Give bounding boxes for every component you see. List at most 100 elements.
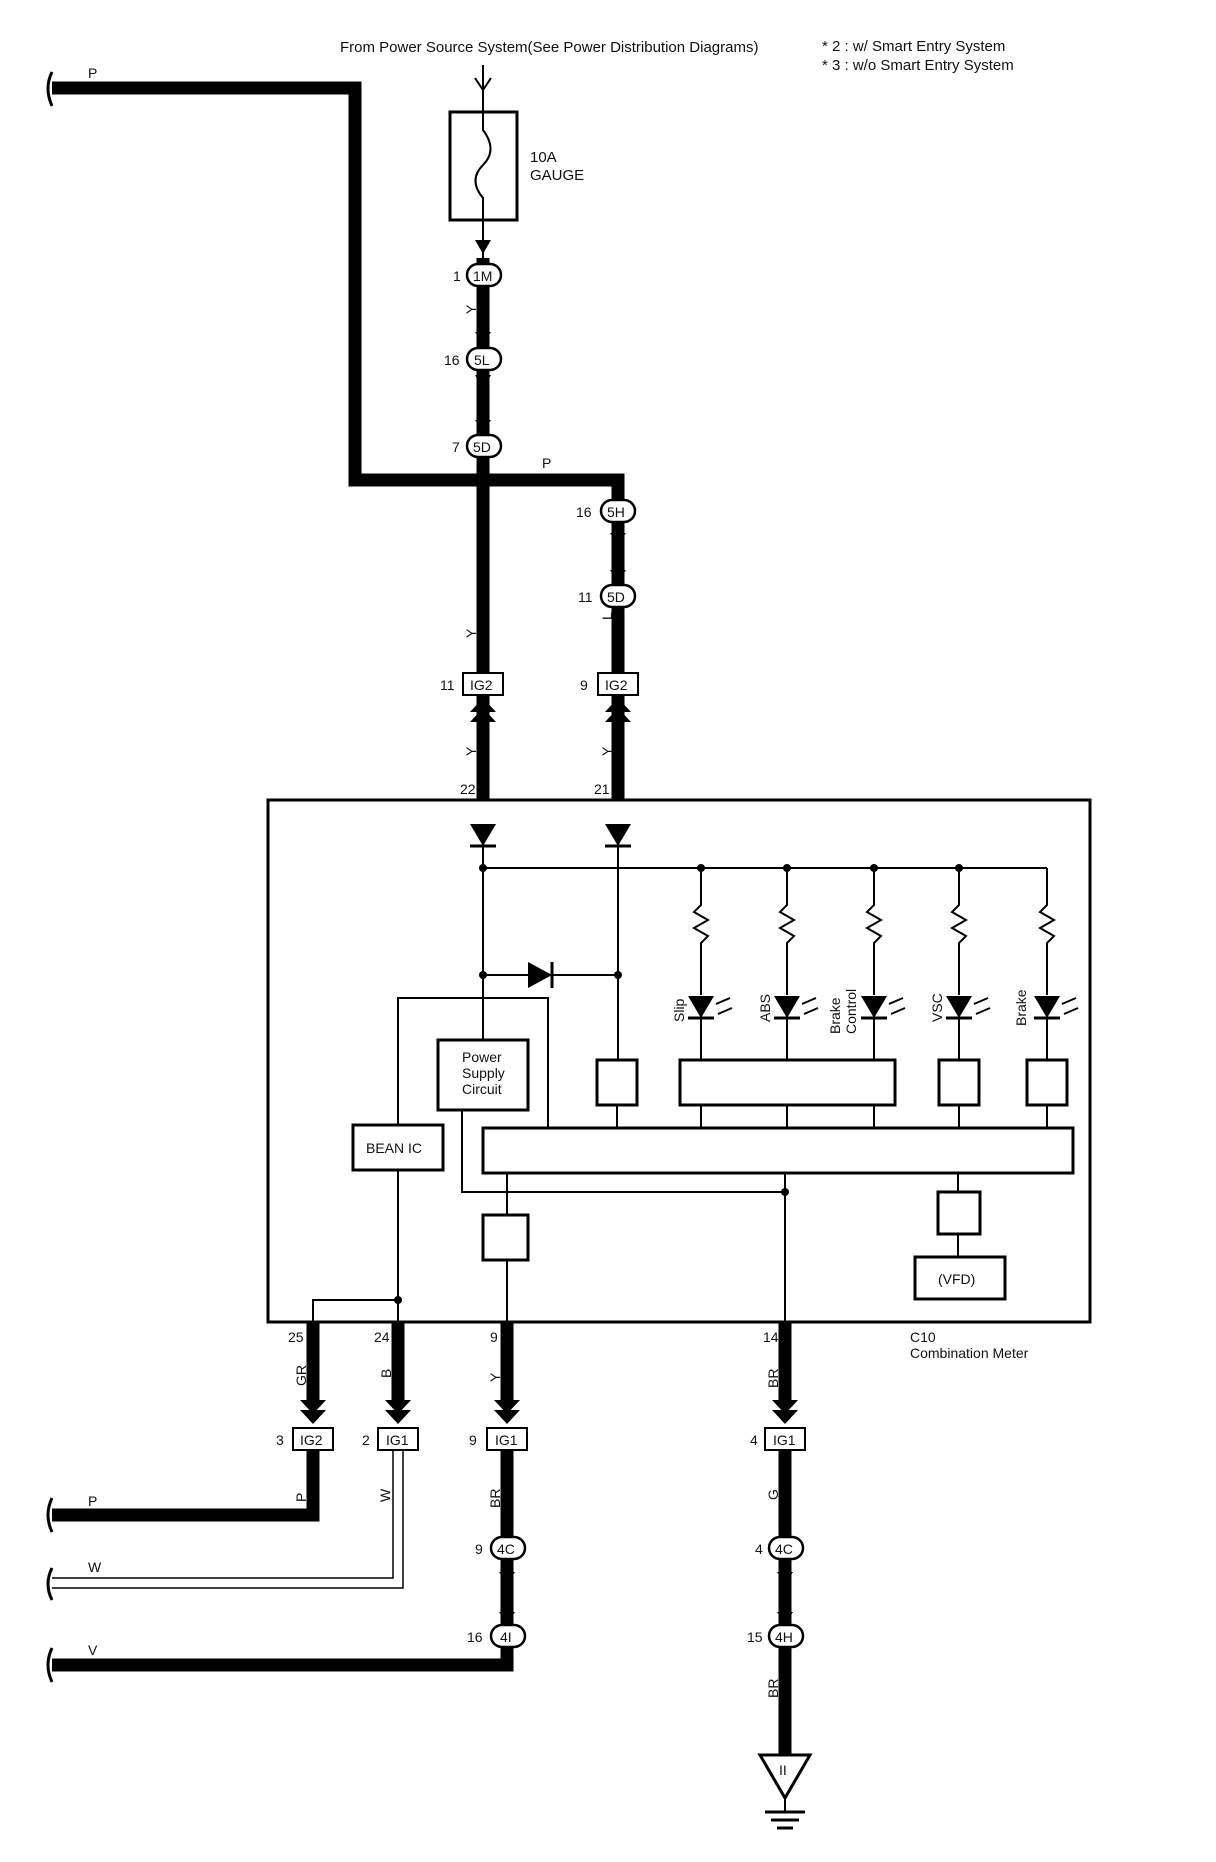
connector-id: 5L xyxy=(474,352,490,368)
wire-b: B xyxy=(378,1322,411,1424)
connector-pin: 7 xyxy=(452,439,460,455)
wire-y-bottom: Y xyxy=(487,1322,520,1424)
connector-id: IG2 xyxy=(605,677,628,693)
meter-bottom-pins: 25 24 9 14 xyxy=(288,1329,779,1345)
meter-pin-9: 9 xyxy=(490,1329,498,1345)
wire-color-p-bottom: P xyxy=(293,1493,309,1502)
wire-color-y2: Y xyxy=(463,628,479,638)
lamp-brake-control: Brake Control xyxy=(827,868,906,1060)
lamp-label-brake: Brake xyxy=(827,997,843,1034)
connector-id: 1M xyxy=(473,268,492,284)
fuse-name: GAUGE xyxy=(530,167,584,184)
lamp-label-vsc: VSC xyxy=(929,993,945,1022)
driver-block-vsc xyxy=(937,1058,981,1107)
connector-4h: 4H 15 xyxy=(747,1623,805,1649)
inline-arrows xyxy=(475,240,626,582)
connector-id: 4I xyxy=(500,1629,512,1645)
lamp-label-slip: Slip xyxy=(671,998,687,1022)
fuse-gauge: 10A GAUGE xyxy=(448,65,584,258)
fuse-rating: 10A xyxy=(530,149,557,166)
connector-pin: 9 xyxy=(580,677,588,693)
wire-color-w1: W xyxy=(377,1488,393,1502)
combination-meter: 22 21 Slip xyxy=(266,781,1092,1361)
connector-ig2-bottom: IG2 3 xyxy=(276,1427,334,1451)
main-cpu xyxy=(481,1126,1075,1175)
wire-color-br1: BR xyxy=(765,1369,781,1388)
vfd-label: (VFD) xyxy=(938,1271,975,1287)
connector-id: 5H xyxy=(607,504,625,520)
connector-pin: 9 xyxy=(469,1432,477,1448)
wire-gr: GR xyxy=(293,1322,326,1424)
connector-ig1-b: IG1 9 xyxy=(469,1427,528,1451)
wire-color-br2: BR xyxy=(487,1489,503,1508)
connector-1m: 1M 1 xyxy=(453,262,503,288)
vfd-display xyxy=(913,1255,1007,1301)
wire-color-y5: Y xyxy=(487,1372,503,1382)
connector-ig1-c: IG1 4 xyxy=(750,1427,806,1451)
connector-id: IG1 xyxy=(495,1432,518,1448)
meter-code: C10 xyxy=(910,1329,936,1345)
lamp-slip: Slip xyxy=(671,868,733,1060)
wire-br-4c-4i: BR V xyxy=(46,1450,515,1683)
lamp-label-control: Control xyxy=(843,989,859,1034)
power-supply-label-1: Power xyxy=(462,1049,502,1065)
connector-pin: 11 xyxy=(440,677,455,693)
connector-pin: 1 xyxy=(453,268,461,284)
connector-5d-mid: 5D 11 xyxy=(578,583,637,609)
lamp-brake: Brake xyxy=(1013,868,1079,1060)
connector-ig1-a: IG1 2 xyxy=(362,1427,419,1451)
connector-4c-left: 4C 9 xyxy=(475,1535,527,1561)
meter-pin-21: 21 xyxy=(594,781,610,797)
connector-id: 4C xyxy=(497,1541,515,1557)
ground-point: II xyxy=(757,1753,813,1830)
wire-color-p-left: P xyxy=(88,1493,97,1509)
wire-color-g: G xyxy=(765,1489,781,1500)
lamp-label-abs: ABS xyxy=(757,994,773,1022)
connector-pin: 16 xyxy=(467,1629,483,1645)
wire-p-bottom-left: P P xyxy=(46,1450,320,1533)
connector-pin: 16 xyxy=(444,352,460,368)
connector-id: 5D xyxy=(607,589,625,605)
meter-pin-22: 22 xyxy=(460,781,476,797)
power-supply-circuit xyxy=(436,1038,530,1112)
wire-br-bottom: BR xyxy=(765,1322,798,1424)
connector-pin: 4 xyxy=(750,1432,758,1448)
wire-color-v-left: V xyxy=(88,1642,98,1658)
connector-5d-top: 5D 7 xyxy=(452,433,503,459)
connector-pin: 2 xyxy=(362,1432,370,1448)
meter-name: Combination Meter xyxy=(910,1345,1029,1361)
wire-color-p-top: P xyxy=(88,65,97,81)
connector-id: IG1 xyxy=(773,1432,796,1448)
connector-id: IG2 xyxy=(300,1432,323,1448)
wire-g-ground: G BR xyxy=(765,1450,793,1755)
meter-pin-24: 24 xyxy=(374,1329,390,1345)
wire-color-y4: Y xyxy=(599,746,615,756)
connector-5l: 5L 16 xyxy=(444,346,503,372)
ig1-driver-block xyxy=(481,1213,530,1262)
connector-ig2-right: IG2 9 xyxy=(580,672,639,722)
driver-block-1 xyxy=(595,1058,639,1107)
vfd-driver xyxy=(936,1190,982,1236)
wire-color-y3: Y xyxy=(463,746,479,756)
wire-color-p-junction: P xyxy=(542,455,551,471)
lamp-vsc: VSC xyxy=(929,868,991,1060)
bean-ic-label: BEAN IC xyxy=(366,1140,422,1156)
note-no-smart-entry: * 3 : w/o Smart Entry System xyxy=(822,57,1014,74)
connector-ig2-left: IG2 11 xyxy=(440,672,504,722)
lamp-label-brake-2: Brake xyxy=(1013,989,1029,1026)
connector-id: IG2 xyxy=(470,677,493,693)
connector-id: 4C xyxy=(775,1541,793,1557)
connector-pin: 3 xyxy=(276,1432,284,1448)
connector-id: 5D xyxy=(473,439,491,455)
connector-pin: 9 xyxy=(475,1541,483,1557)
wire-p-top-left: P P xyxy=(46,65,625,505)
lamp-abs: ABS xyxy=(757,868,819,1060)
wire-w-left: W W xyxy=(46,1450,404,1601)
wire-color-l: L xyxy=(599,612,615,620)
connector-pin: 4 xyxy=(755,1541,763,1557)
connector-4i: 4I 16 xyxy=(467,1623,527,1649)
connector-4c-right: 4C 4 xyxy=(755,1535,805,1561)
wire-l-branch: L Y xyxy=(599,505,625,800)
meter-pin-14: 14 xyxy=(763,1329,779,1345)
